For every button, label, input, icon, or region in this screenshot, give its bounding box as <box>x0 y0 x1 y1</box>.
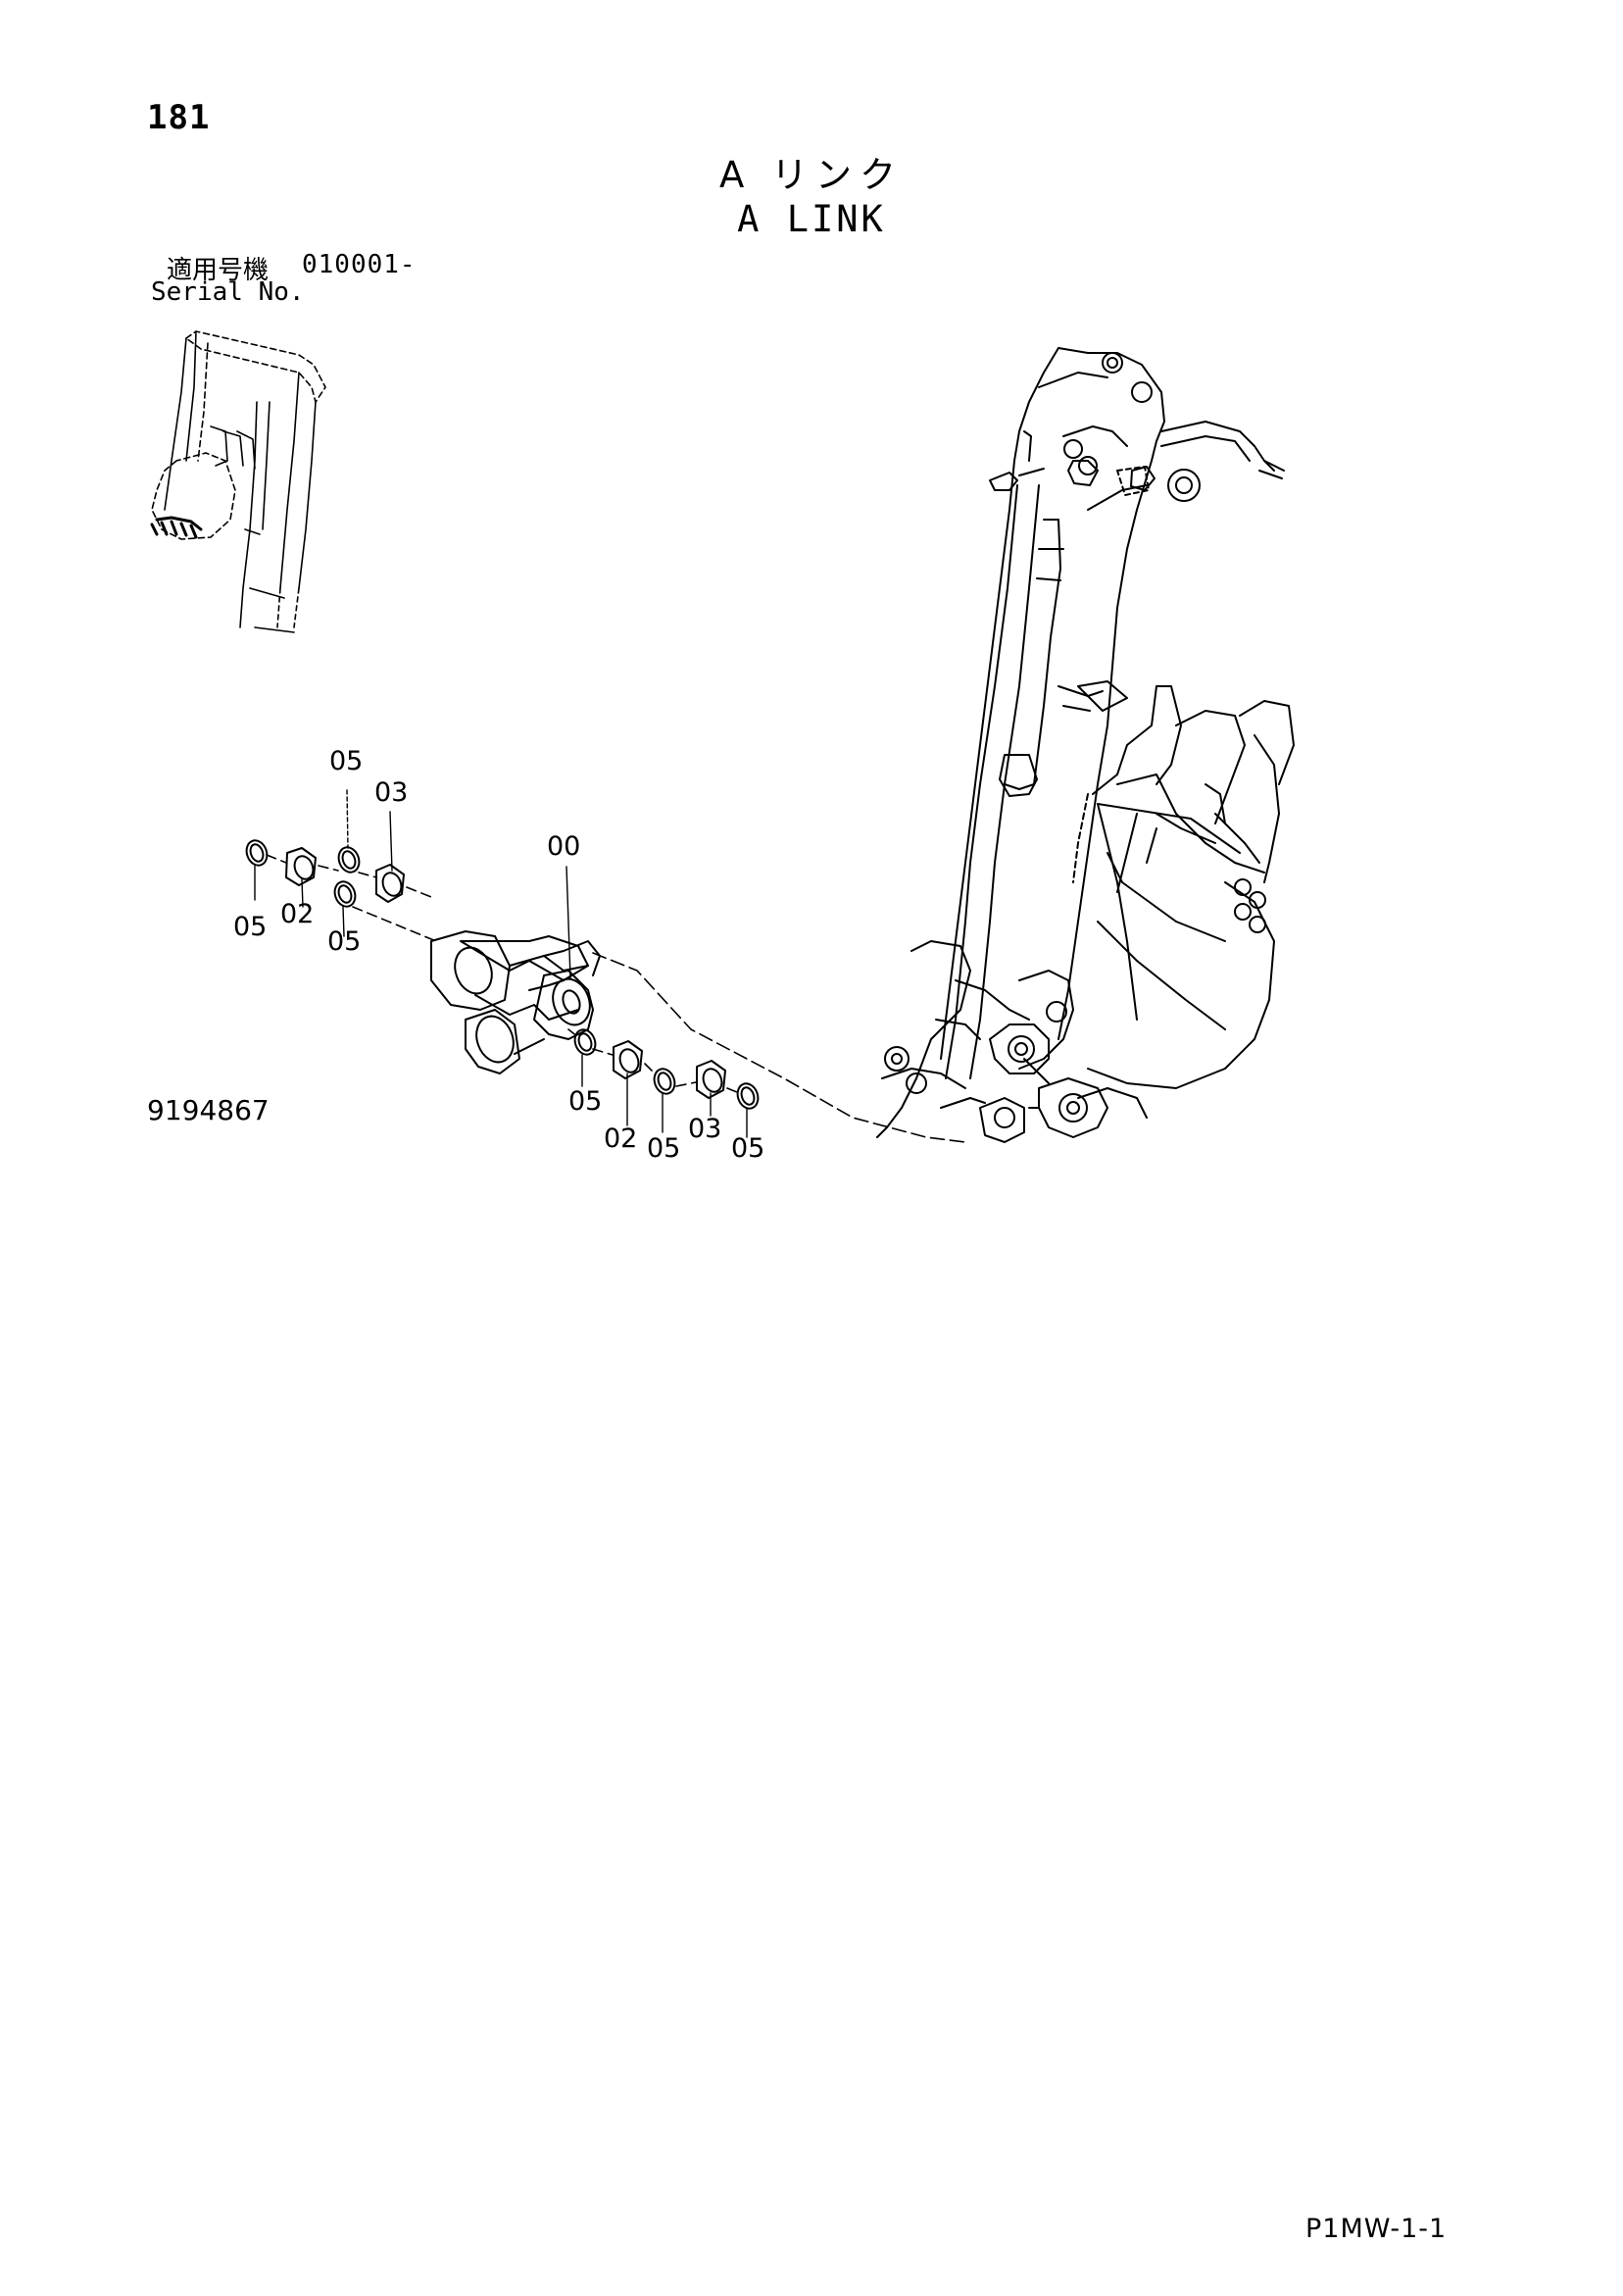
callout-labels: 05 03 00 05 02 05 05 02 05 03 05 <box>233 746 764 1164</box>
callout-05-low1: 05 <box>568 1086 602 1117</box>
lower-parts-row <box>567 1028 760 1110</box>
title-english: A LINK <box>737 198 886 240</box>
serial-range: 010001- <box>302 250 417 279</box>
upper-parts-row <box>245 839 437 942</box>
callout-02-low: 02 <box>604 1123 637 1154</box>
page-number: 181 <box>147 98 211 137</box>
reference-line <box>592 952 966 1143</box>
drawing-number: 9194867 <box>147 1094 270 1126</box>
callout-05-upper: 05 <box>329 746 363 776</box>
leader-lines <box>254 789 748 1138</box>
arm-stick <box>940 347 1285 1060</box>
callout-03-low: 03 <box>688 1114 721 1144</box>
bucket-cylinder <box>945 484 1128 1079</box>
callout-03-upper: 03 <box>374 777 408 808</box>
callout-05-low2: 05 <box>647 1133 680 1164</box>
callout-00: 00 <box>547 831 580 862</box>
linkage-assembly <box>876 940 1148 1143</box>
machine-location-thumbnail <box>150 330 326 633</box>
serial-label-japanese: 適用号機 <box>167 256 270 285</box>
serial-label-english: Serial No. <box>151 277 305 307</box>
page-code: P1MW-1-1 <box>1305 2214 1448 2244</box>
callout-02-left: 02 <box>280 899 314 929</box>
a-link-body <box>430 930 601 1074</box>
callout-05-left: 05 <box>233 912 267 942</box>
title-japanese: A リンク <box>718 154 905 196</box>
callout-05-mid: 05 <box>327 926 361 957</box>
callout-05-low3: 05 <box>731 1133 764 1164</box>
bucket <box>1072 685 1295 1089</box>
